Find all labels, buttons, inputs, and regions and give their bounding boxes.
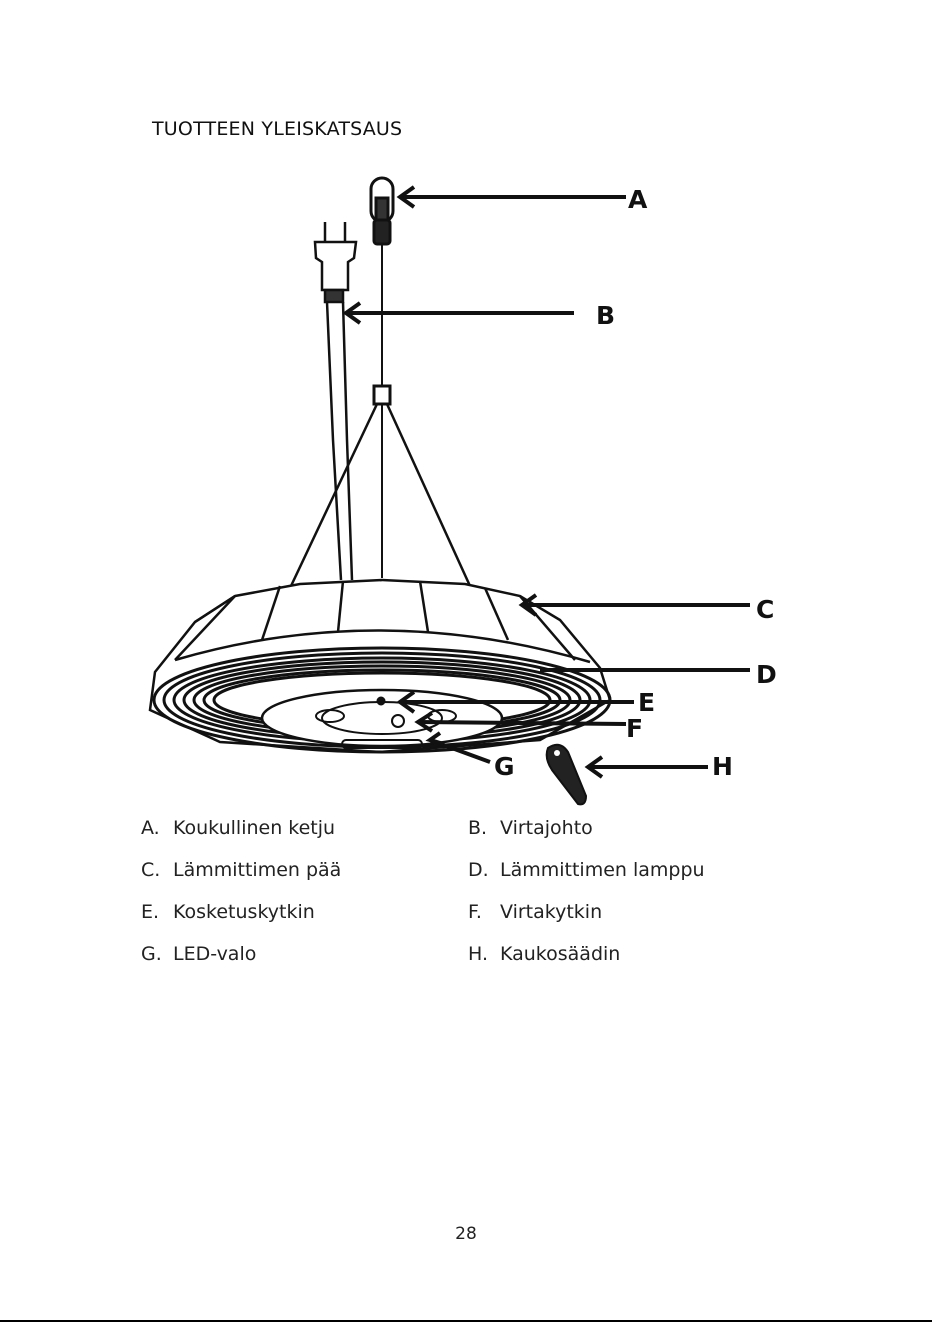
- legend-letter: C.: [141, 859, 173, 881]
- legend-letter: E.: [141, 901, 173, 923]
- legend-text: Virtakytkin: [500, 901, 602, 923]
- legend-item-d: D.Lämmittimen lamppu: [468, 859, 705, 881]
- legend-letter: B.: [468, 817, 500, 839]
- callout-g: G: [494, 752, 515, 781]
- legend-letter: A.: [141, 817, 173, 839]
- bottom-rule: [0, 1320, 932, 1322]
- legend-text: Kosketuskytkin: [173, 901, 315, 923]
- callout-h: H: [712, 752, 733, 781]
- legend-letter: F.: [468, 901, 500, 923]
- legend-item-a: A.Koukullinen ketju: [141, 817, 335, 839]
- page-number: 28: [0, 1224, 932, 1244]
- legend-text: Koukullinen ketju: [173, 817, 335, 839]
- legend-item-c: C.Lämmittimen pää: [141, 859, 341, 881]
- legend-item-h: H.Kaukosäädin: [468, 943, 620, 965]
- hook-chain: [371, 178, 393, 578]
- legend-letter: G.: [141, 943, 173, 965]
- remote-control: [547, 745, 586, 805]
- legend-text: Lämmittimen lamppu: [500, 859, 705, 881]
- power-plug: [315, 222, 356, 580]
- callout-e: E: [638, 688, 655, 717]
- callout-d: D: [756, 660, 777, 689]
- legend-letter: D.: [468, 859, 500, 881]
- callout-b: B: [596, 301, 615, 330]
- legend-item-g: G.LED-valo: [141, 943, 256, 965]
- legend-item-b: B.Virtajohto: [468, 817, 593, 839]
- legend-item-e: E.Kosketuskytkin: [141, 901, 315, 923]
- legend-text: Kaukosäädin: [500, 943, 620, 965]
- callout-c: C: [756, 595, 774, 624]
- legend-text: Virtajohto: [500, 817, 593, 839]
- legend-item-f: F.Virtakytkin: [468, 901, 602, 923]
- callout-f: F: [626, 714, 643, 743]
- legend-text: Lämmittimen pää: [173, 859, 341, 881]
- legend-text: LED-valo: [173, 943, 256, 965]
- legend-letter: H.: [468, 943, 500, 965]
- callout-a: A: [628, 185, 648, 214]
- suspension-wires: [291, 404, 470, 586]
- heater-diagram: A B C D E F G H: [0, 0, 932, 820]
